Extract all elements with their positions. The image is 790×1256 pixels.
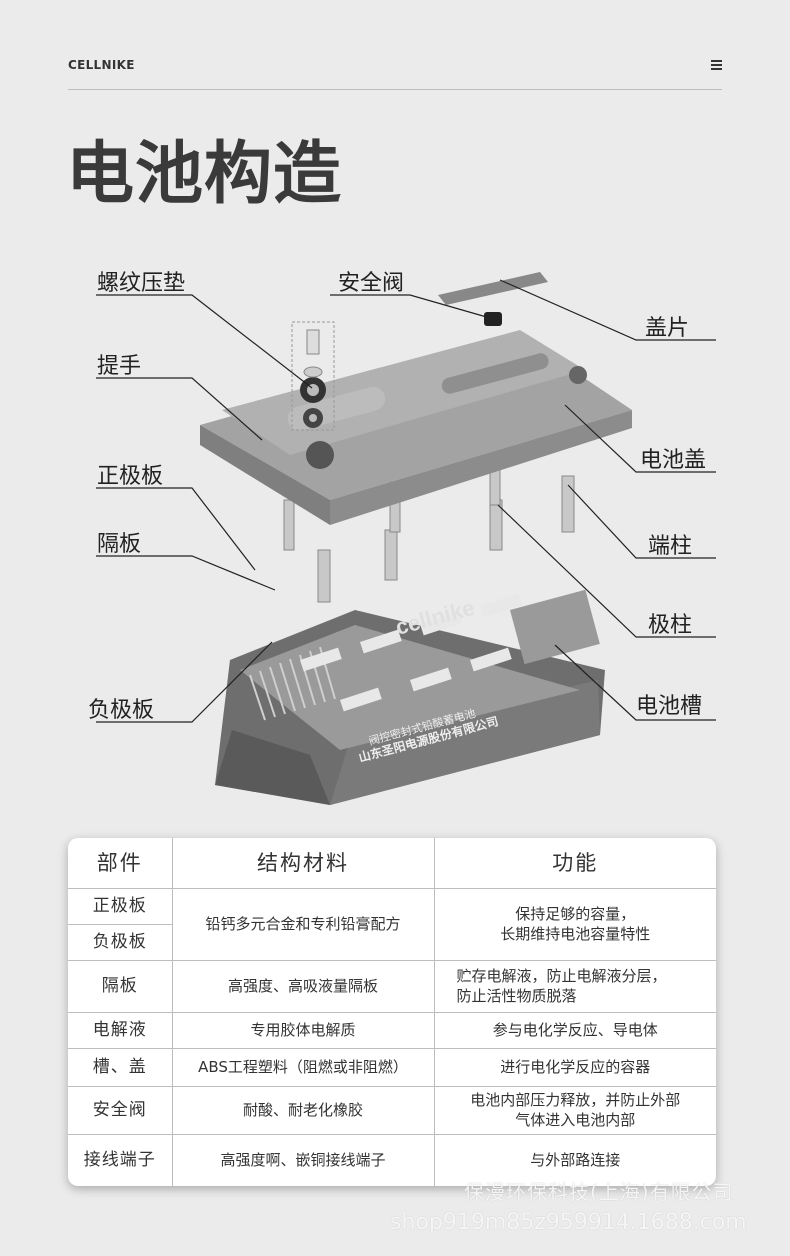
watermark-company: 保漫环保科技(上海)有限公司 [464,1180,734,1204]
label-separator: 隔板 [97,532,142,557]
label-positive-plate: 正极板 [97,464,164,489]
label-battery-case: 电池槽 [636,694,703,719]
function-cell: 保持足够的容量，长期维持电池容量特性 [433,887,716,961]
label-cover-sheet: 盖片 [645,316,690,341]
part-cell: 槽、盖 [68,1047,173,1087]
table-row: 正极板 铅钙多元合金和专利铅膏配方 保持足够的容量，长期维持电池容量特性 [68,887,716,961]
page-title: 电池构造 [66,135,343,214]
table-row: 隔板 高强度、高吸液量隔板 贮存电解液，防止电解液分层，防止活性物质脱落 [68,959,716,1013]
material-cell: 高强度、高吸液量隔板 [171,959,435,1013]
material-cell: 铅钙多元合金和专利铅膏配方 [171,887,435,961]
components-table: 部件 结构材料 功能 正极板 铅钙多元合金和专利铅膏配方 保持足够的容量，长期维… [68,838,716,1186]
function-cell: 与外部路连接 [433,1133,716,1186]
label-negative-plate: 负极板 [88,698,155,723]
hamburger-menu-icon[interactable] [711,60,722,70]
part-cell: 接线端子 [68,1133,173,1186]
brand-logo: CELLNIKE [68,58,135,72]
part-cell: 电解液 [68,1011,173,1049]
material-cell: 高强度啊、嵌铜接线端子 [171,1133,435,1186]
battery-diagram: cellnike 阀控密封式铅酸蓄电池 山东圣阳电源股份有限公司 螺纹压垫 安全… [0,250,790,820]
label-terminal: 端柱 [648,534,693,559]
header-divider [68,89,722,90]
function-cell: 电池内部压力释放，并防止外部气体进入电池内部 [433,1085,716,1135]
header-material: 结构材料 [171,838,435,889]
table-row: 安全阀 耐酸、耐老化橡胶 电池内部压力释放，并防止外部气体进入电池内部 [68,1085,716,1135]
function-cell: 进行电化学反应的容器 [433,1047,716,1087]
table-row: 电解液 专用胶体电解质 参与电化学反应、导电体 [68,1011,716,1049]
material-cell: 耐酸、耐老化橡胶 [171,1085,435,1135]
label-battery-cover: 电池盖 [640,448,707,473]
table-row: 槽、盖 ABS工程塑料（阻燃或非阻燃） 进行电化学反应的容器 [68,1047,716,1087]
battery-illustration: cellnike 阀控密封式铅酸蓄电池 山东圣阳电源股份有限公司 [96,272,716,805]
label-screw-washer: 螺纹压垫 [97,271,186,296]
label-safety-valve: 安全阀 [338,271,405,296]
header-function: 功能 [433,838,716,889]
table-row: 负极板 [68,923,716,961]
header-part: 部件 [68,838,173,889]
function-cell: 参与电化学反应、导电体 [433,1011,716,1049]
part-cell: 安全阀 [68,1085,173,1135]
part-cell: 正极板 [68,887,173,925]
table-row: 接线端子 高强度啊、嵌铜接线端子 与外部路连接 [68,1133,716,1186]
watermark-shop: shop919m85z959914.1688.com [390,1210,747,1235]
part-cell: 隔板 [68,959,173,1013]
material-cell: 专用胶体电解质 [171,1011,435,1049]
material-cell: ABS工程塑料（阻燃或非阻燃） [171,1047,435,1087]
table-header-row: 部件 结构材料 功能 [68,838,716,889]
part-cell: 负极板 [68,923,172,961]
label-handle: 提手 [97,354,142,379]
function-cell: 贮存电解液，防止电解液分层，防止活性物质脱落 [433,959,716,1013]
label-pole: 极柱 [648,613,693,638]
